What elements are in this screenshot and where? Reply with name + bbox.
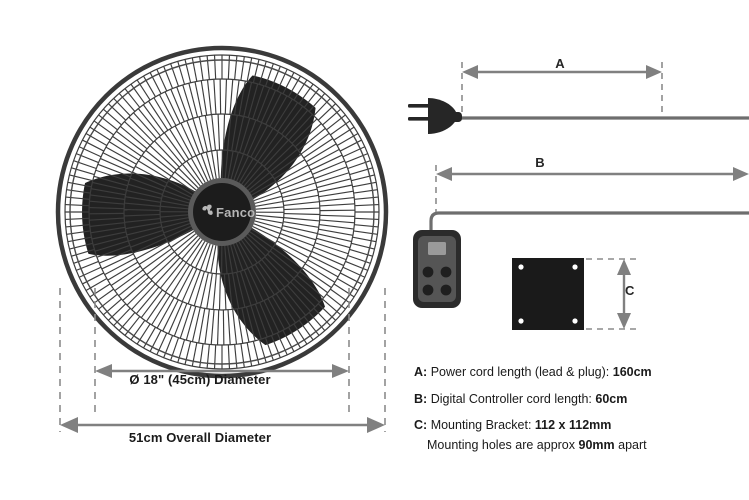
bracket-hole-br <box>572 318 578 324</box>
legend-subtext-c-prefix: Mounting holes are approx <box>427 437 576 452</box>
dimension-arrow-c <box>617 259 631 329</box>
accessories-svg <box>408 62 749 330</box>
fan-dimension-guides <box>59 288 386 432</box>
controller-buttons[interactable] <box>422 266 452 296</box>
bracket-plate <box>512 258 584 330</box>
legend-subtext-c: Mounting holes are approx 90mm apart <box>414 437 744 452</box>
grille-spokes <box>65 55 379 369</box>
fan-hub <box>188 178 256 246</box>
controller-cord <box>429 211 749 232</box>
fan-front-view-svg: Fanco <box>55 45 389 433</box>
callout-letter-a: A <box>555 56 565 71</box>
controller-button-1 <box>422 266 434 278</box>
legend-subtext-c-value: 90mm <box>578 437 615 452</box>
digital-controller <box>413 230 461 308</box>
dimension-arrow-inner-diameter <box>95 364 349 378</box>
hub-brand-logo: Fanco <box>202 204 255 220</box>
callout-letter-c: C <box>625 283 635 298</box>
bracket-hole-bl <box>518 318 524 324</box>
brand-wordmark: Fanco <box>216 205 255 220</box>
dimension-arrow-overall-diameter <box>60 417 385 433</box>
dimension-arrow-b <box>436 167 749 181</box>
legend-value-c: 112 x 112mm <box>534 418 612 432</box>
accessory-dimension-panel <box>400 0 749 500</box>
legend-item-c: C: Mounting Bracket: 112 x 112mm Mountin… <box>414 419 744 451</box>
fan-illustration-panel: Fanco Ø 18" (45cm) Diameter <box>55 45 389 445</box>
guides-a <box>461 62 663 116</box>
legend-value-b: 60cm <box>595 391 628 406</box>
legend-text-a: Power cord length (lead & plug): <box>430 365 610 379</box>
legend-key-c: C: <box>414 418 428 432</box>
legend-item-b: B: Digital Controller cord length: 60cm <box>414 391 744 406</box>
callout-letter-b: B <box>535 155 545 170</box>
controller-button-3 <box>422 284 434 296</box>
controller-display <box>428 242 446 255</box>
bracket-hole-tr <box>572 264 578 270</box>
fan-pinwheel-icon <box>202 204 213 215</box>
bracket-hole-tl <box>518 264 524 270</box>
legend-key-b: B: <box>414 391 428 406</box>
controller-button-4 <box>440 284 452 296</box>
grille-rings <box>64 54 380 370</box>
legend-text-b: Digital Controller cord length: <box>430 391 592 406</box>
legend-text-c: Mounting Bracket: <box>430 418 532 432</box>
controller-button-2 <box>440 266 452 278</box>
legend-list: A: Power cord length (lead & plug): 160c… <box>414 366 744 451</box>
legend-subtext-c-suffix: apart <box>618 437 647 452</box>
power-cord-assembly <box>408 98 749 134</box>
overall-diameter-label: 51cm Overall Diameter <box>128 430 272 445</box>
controller-cord-line <box>429 211 749 232</box>
grille-outer-rim <box>55 45 389 379</box>
legend-item-a: A: Power cord length (lead & plug): 160c… <box>414 366 744 379</box>
power-plug-icon <box>408 98 462 134</box>
guides-c <box>586 258 640 330</box>
legend-value-a: 160cm <box>612 365 652 379</box>
mounting-bracket <box>512 258 584 330</box>
legend-key-a: A: <box>414 365 428 379</box>
dimension-arrow-a <box>462 65 662 79</box>
inner-diameter-label: Ø 18" (45cm) Diameter <box>129 372 271 387</box>
bracket-mounting-holes <box>518 264 578 324</box>
